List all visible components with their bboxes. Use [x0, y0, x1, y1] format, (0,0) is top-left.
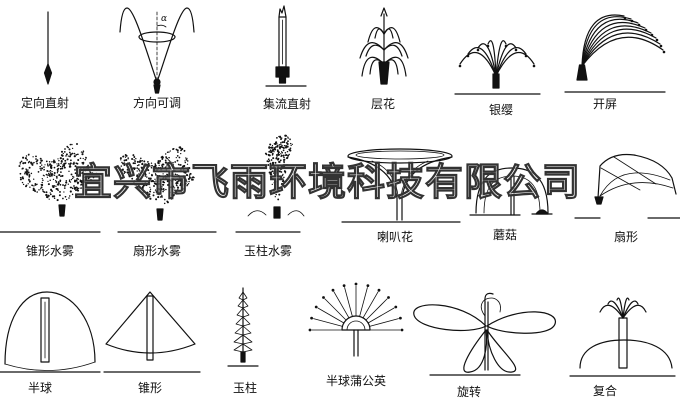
compound-label: 复合: [592, 384, 618, 398]
jade-column-mist-drawing: [235, 134, 305, 233]
hemisphere-dandelion-drawing: [308, 282, 404, 357]
mushroom-label: 蘑菇: [492, 228, 518, 242]
cone-label: 锥形: [137, 381, 163, 395]
jade-column-label: 玉柱: [232, 381, 258, 395]
hemisphere-label: 半球: [27, 381, 53, 395]
cone-mist-drawing: [0, 143, 101, 233]
mushroom-drawing: [469, 167, 553, 216]
peacock-fan-drawing: [564, 14, 666, 93]
trumpet-flower-label: 喇叭花: [376, 230, 414, 244]
jade-column-drawing: [227, 287, 259, 367]
watermark-text: 宜兴市飞雨环境科技有限公司: [73, 160, 582, 205]
fan-mist-drawing: [117, 146, 217, 233]
silver-tassel-drawing: [454, 40, 541, 95]
fan-mist-label: 扇形水雾: [132, 244, 182, 258]
cone-drawing: [103, 291, 201, 373]
compound-drawing: [569, 297, 676, 377]
fan-shape-label: 扇形: [613, 230, 639, 244]
hemisphere-drawing: [0, 291, 101, 373]
concentrated-straight-jet-label: 集流直射: [262, 97, 312, 111]
concentrated-straight-jet-drawing: [265, 5, 307, 87]
peacock-fan-label: 开屏: [592, 97, 618, 111]
directional-straight-jet-drawing: [43, 11, 53, 85]
angle-alpha-symbol: α: [161, 14, 167, 24]
rotating-label: 旋转: [456, 385, 482, 399]
adjustable-direction-drawing: α: [119, 7, 195, 94]
silver-tassel-label: 银缨: [488, 103, 514, 117]
trumpet-flower-drawing: [341, 148, 461, 223]
fan-shape-drawing: [574, 153, 680, 219]
directional-straight-jet-label: 定向直射: [20, 96, 70, 110]
layered-flower-label: 层花: [370, 97, 396, 111]
layered-flower-drawing: [359, 7, 409, 85]
cone-mist-label: 锥形水雾: [25, 244, 75, 258]
rotating-drawing: [413, 292, 556, 376]
jade-column-mist-label: 玉柱水雾: [243, 244, 293, 258]
hemisphere-dandelion-label: 半球蒲公英: [325, 374, 387, 388]
adjustable-direction-label: 方向可调: [132, 96, 182, 110]
